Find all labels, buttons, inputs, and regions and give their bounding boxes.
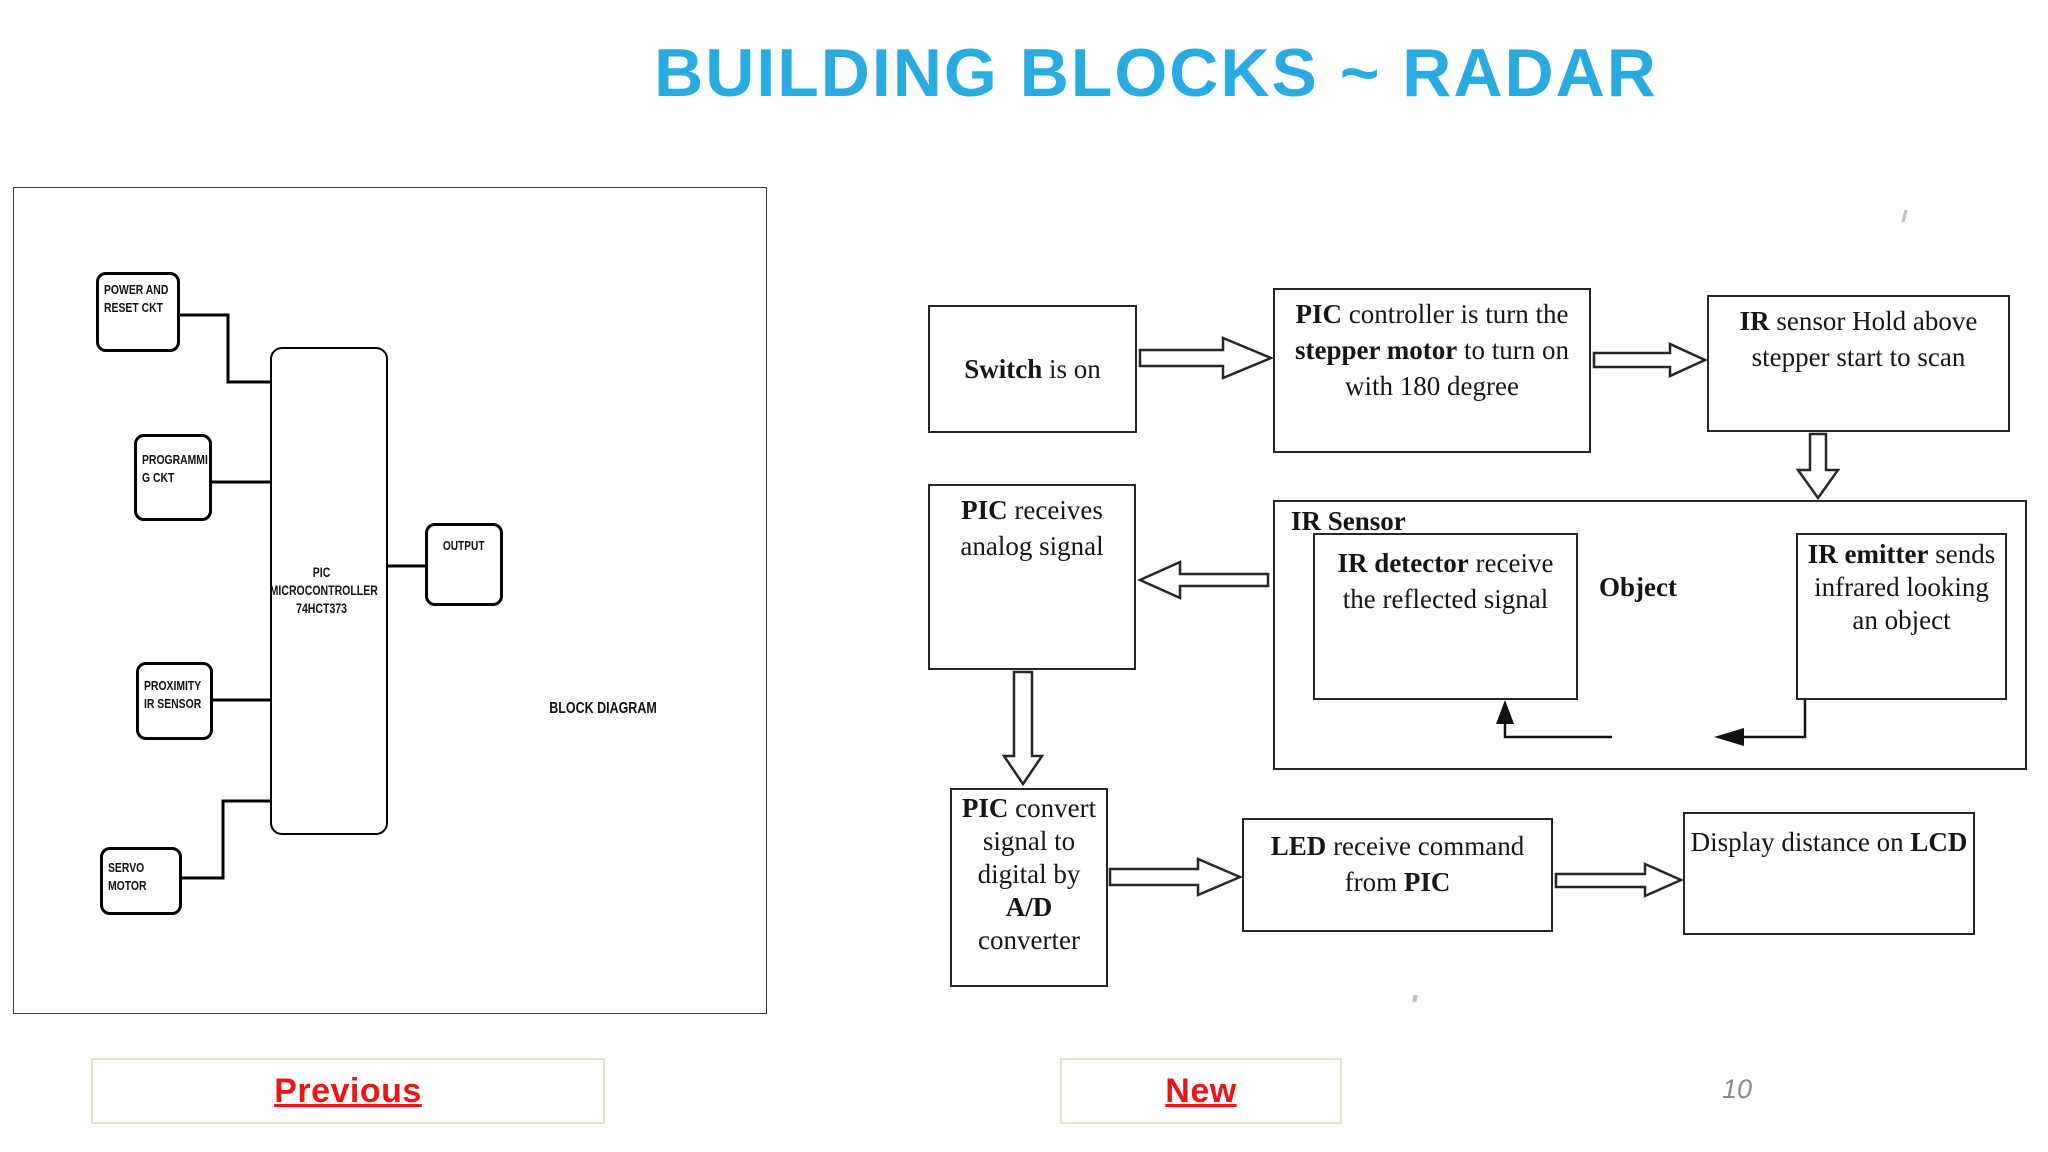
reflect-in-arrowhead	[1496, 700, 1514, 724]
flow-arrow-right	[1554, 862, 1685, 898]
text-segment: Switch	[964, 354, 1043, 384]
flow-arrow-right	[1138, 336, 1275, 380]
text-segment: BLOCK DIAGRAM	[548, 700, 657, 717]
flow-arrow-right	[1108, 857, 1244, 897]
text-segment: receive the reflected signal	[1342, 548, 1554, 614]
text-segment: is on	[1042, 354, 1101, 384]
switch-box: Switch is on	[928, 305, 1137, 433]
flow-arrow-left	[1136, 560, 1270, 600]
proximity-ir-sensor-box: PROXIMITY IR SENSOR	[136, 662, 213, 740]
output-label: OUTPUT	[443, 538, 485, 553]
text-segment: LCD	[1910, 827, 1968, 857]
ir-sensor-container-label: IR Sensor	[1291, 506, 1406, 536]
new-nav-label: New	[1165, 1071, 1237, 1110]
ir-hold-box: IR sensor Hold above stepper start to sc…	[1707, 295, 2010, 432]
output-box: OUTPUT	[425, 523, 503, 606]
text-segment: PIC	[1403, 867, 1451, 897]
text-segment: Display distance on	[1690, 827, 1911, 857]
text-segment: controller is turn the	[1342, 299, 1569, 329]
previous-nav-label: Previous	[274, 1071, 422, 1110]
connector-line	[182, 799, 270, 880]
flow-arrow-down	[1795, 432, 1841, 501]
connector-line	[180, 313, 270, 384]
block-diagram-caption: BLOCK DIAGRAM	[520, 700, 685, 718]
reflect-in-line	[1503, 722, 1612, 739]
text-segment: PIC	[1295, 299, 1343, 329]
servo-label: SERVO MOTOR	[108, 860, 147, 893]
pic-microcontroller-box: PIC MICROCONTROLLER 74HCT373	[270, 347, 388, 835]
text-segment: sensor Hold above stepper start to scan	[1751, 306, 1978, 372]
pic-microcontroller-label: PIC MICROCONTROLLER 74HCT373	[270, 564, 378, 619]
text-segment: IR	[1739, 306, 1770, 336]
switch-box-text: Switch is on	[964, 351, 1101, 387]
ir-emitter-box: IR emitter sends infrared looking an obj…	[1796, 533, 2007, 700]
text-segment: A/D	[1005, 892, 1053, 922]
flow-arrow-right	[1592, 342, 1709, 378]
led-box: LED receive command from PIC	[1242, 818, 1553, 932]
previous-nav-button[interactable]: Previous	[91, 1058, 605, 1124]
text-segment: 74HCT373	[296, 601, 348, 617]
text-segment: converter	[978, 925, 1080, 955]
text-segment: LED	[1270, 831, 1327, 861]
object-label: Object	[1599, 572, 1677, 602]
power-reset-label: POWER AND RESET CKT	[104, 282, 169, 315]
pic-convert-box: PIC convert signal to digital by A/D con…	[950, 788, 1108, 987]
programming-ckt-box: PROGRAMMI G CKT	[134, 434, 212, 521]
new-nav-button[interactable]: New	[1060, 1058, 1342, 1124]
programming-label-line2: G CKT	[142, 469, 175, 485]
proximity-label: PROXIMITY IR SENSOR	[144, 678, 202, 711]
emitter-out-arrowhead	[1714, 728, 1744, 746]
text-segment: receives analog signal	[960, 495, 1104, 561]
pic-receives-box: PIC receives analog signal	[928, 484, 1136, 670]
servo-motor-box: SERVO MOTOR	[100, 847, 182, 915]
text-segment: PIC	[961, 793, 1009, 823]
ir-detector-box: IR detector receive the reflected signal	[1313, 533, 1578, 700]
text-segment: PIC MICROCONTROLLER	[269, 564, 379, 598]
text-segment: receive command from	[1326, 831, 1525, 897]
text-segment: sends infrared looking an object	[1814, 539, 1996, 635]
programming-label-line1: PROGRAMMI	[142, 452, 208, 467]
text-segment: IR emitter	[1807, 539, 1929, 569]
power-reset-box: POWER AND RESET CKT	[96, 272, 180, 352]
display-lcd-box: Display distance on LCD	[1683, 812, 1975, 935]
text-segment: to turn on with 180 degree	[1345, 335, 1569, 401]
slide-title: BUILDING BLOCKS ~ RADAR	[654, 35, 1658, 111]
text-segment: stepper motor	[1295, 335, 1458, 365]
text-segment: convert signal to digital by	[977, 793, 1097, 889]
emitter-out-line	[1744, 700, 1807, 739]
page-number: 10	[1722, 1074, 1753, 1104]
text-segment: IR detector	[1337, 548, 1469, 578]
text-segment: PIC	[961, 495, 1008, 525]
flow-arrow-down	[1001, 670, 1045, 787]
pic-controller-box: PIC controller is turn the stepper motor…	[1273, 288, 1591, 453]
